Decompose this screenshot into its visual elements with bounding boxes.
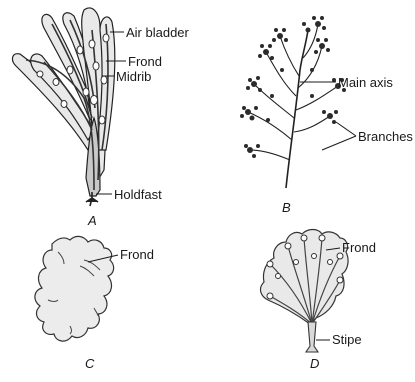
- figure-c: Frond C: [35, 236, 154, 371]
- label-frond-d: Frond: [342, 240, 376, 255]
- ulva-frond-shape: [35, 236, 114, 341]
- branchlet-clusters: [240, 16, 346, 158]
- stipe-shape: [306, 322, 318, 352]
- label-branches: Branches: [358, 129, 413, 144]
- figure-d: Frond Stipe D: [261, 230, 376, 372]
- label-holdfast: Holdfast: [114, 187, 162, 202]
- figure-a: Air bladder Frond Midrib Holdfast A: [13, 8, 190, 228]
- label-air-bladder: Air bladder: [126, 25, 190, 40]
- caption-c: C: [85, 356, 95, 371]
- figure-b: Main axis Branches B: [240, 16, 413, 215]
- branches-leader-2: [322, 136, 356, 150]
- caption-a: A: [87, 213, 97, 228]
- branches-leader-1: [336, 122, 356, 136]
- label-frond-c: Frond: [120, 247, 154, 262]
- branched-alga-illustration: [248, 24, 338, 188]
- caption-d: D: [310, 356, 319, 371]
- caption-b: B: [282, 200, 291, 215]
- label-midrib: Midrib: [116, 69, 151, 84]
- label-stipe: Stipe: [332, 332, 362, 347]
- label-main-axis: Main axis: [338, 75, 393, 90]
- label-frond-a: Frond: [128, 54, 162, 69]
